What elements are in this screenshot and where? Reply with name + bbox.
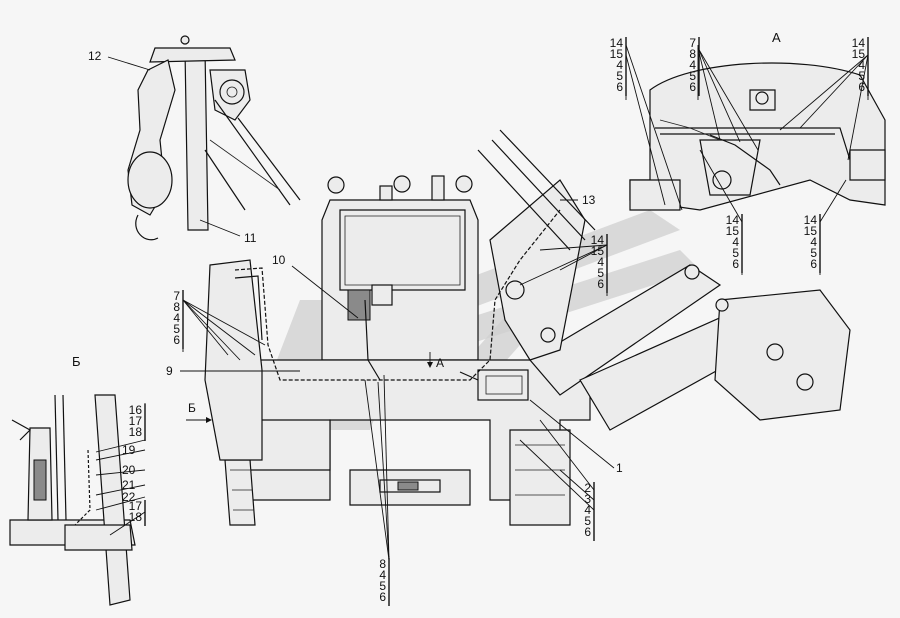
callout-22: 22 <box>122 490 136 504</box>
stack-item: 15 <box>804 224 818 238</box>
stack-item: 5 <box>810 246 817 260</box>
stack-item: 5 <box>584 514 591 528</box>
stack-item: 15 <box>610 47 624 61</box>
stack-item: 6 <box>616 80 623 94</box>
stack-item: 6 <box>732 257 739 271</box>
stack-item: 5 <box>689 69 696 83</box>
callout-19: 19 <box>122 443 136 457</box>
view-b-title: Б <box>72 354 81 369</box>
callout-1: 1 <box>616 461 623 475</box>
stack-item: 18 <box>129 510 143 524</box>
callout-9: 9 <box>166 364 173 378</box>
stack-item: 15 <box>591 244 605 258</box>
stack-item: 6 <box>597 277 604 291</box>
stack-item: 4 <box>689 58 696 72</box>
stack-item: 4 <box>732 235 739 249</box>
stacked-callouts: 1415456784561415456141545614154561415456… <box>129 36 869 606</box>
stack-item: 5 <box>732 246 739 260</box>
stack-item: 4 <box>584 503 591 517</box>
hook-detail-view <box>127 35 301 241</box>
stack-item: 14 <box>610 36 624 50</box>
callout-labels: 12 11 10 13 9 1 19 20 21 22 <box>88 49 623 504</box>
stack-item: 15 <box>726 224 740 238</box>
stack-item: 5 <box>597 266 604 280</box>
stack-item: 15 <box>852 47 866 61</box>
view-b-detail: Б <box>9 354 136 606</box>
stack-item: 5 <box>616 69 623 83</box>
callout-11: 11 <box>244 231 257 245</box>
stack-item: 14 <box>726 213 740 227</box>
stack-item: 7 <box>173 289 180 303</box>
view-a-detail: А <box>629 30 886 211</box>
machine-main-view: А Б <box>186 129 851 526</box>
stack-item: 18 <box>129 425 143 439</box>
stack-item: 4 <box>597 255 604 269</box>
stack-item: 4 <box>616 58 623 72</box>
stack-item: 8 <box>689 47 696 61</box>
stack-item: 6 <box>689 80 696 94</box>
stack-item: 4 <box>173 311 180 325</box>
stack-item: 4 <box>379 568 386 582</box>
stack-item: 7 <box>689 36 696 50</box>
stack-item: 5 <box>858 69 865 83</box>
stack-item: 2 <box>584 481 591 495</box>
stack-item: 4 <box>810 235 817 249</box>
stack-item: 17 <box>129 414 143 428</box>
stack-item: 17 <box>129 499 143 513</box>
stack-item: 4 <box>858 58 865 72</box>
view-a-title: А <box>772 30 781 45</box>
stack-item: 14 <box>591 233 605 247</box>
stack-item: 16 <box>129 403 143 417</box>
stack-item: 6 <box>379 590 386 604</box>
callout-21: 21 <box>122 478 136 492</box>
arrow-b-label: Б <box>188 401 196 415</box>
callout-20: 20 <box>122 463 136 477</box>
stack-item: 6 <box>810 257 817 271</box>
stack-item: 14 <box>804 213 818 227</box>
stack-item: 5 <box>379 579 386 593</box>
callout-13: 13 <box>582 193 596 207</box>
stack-item: 8 <box>379 557 386 571</box>
stack-item: 6 <box>858 80 865 94</box>
stack-item: 5 <box>173 322 180 336</box>
stack-item: 6 <box>584 525 591 539</box>
stack-item: 3 <box>584 492 591 506</box>
stack-item: 6 <box>173 333 180 347</box>
stack-item: 8 <box>173 300 180 314</box>
arrow-a-label: А <box>436 356 444 370</box>
callout-12: 12 <box>88 49 102 63</box>
stack-item: 14 <box>852 36 866 50</box>
callout-10: 10 <box>272 253 286 267</box>
